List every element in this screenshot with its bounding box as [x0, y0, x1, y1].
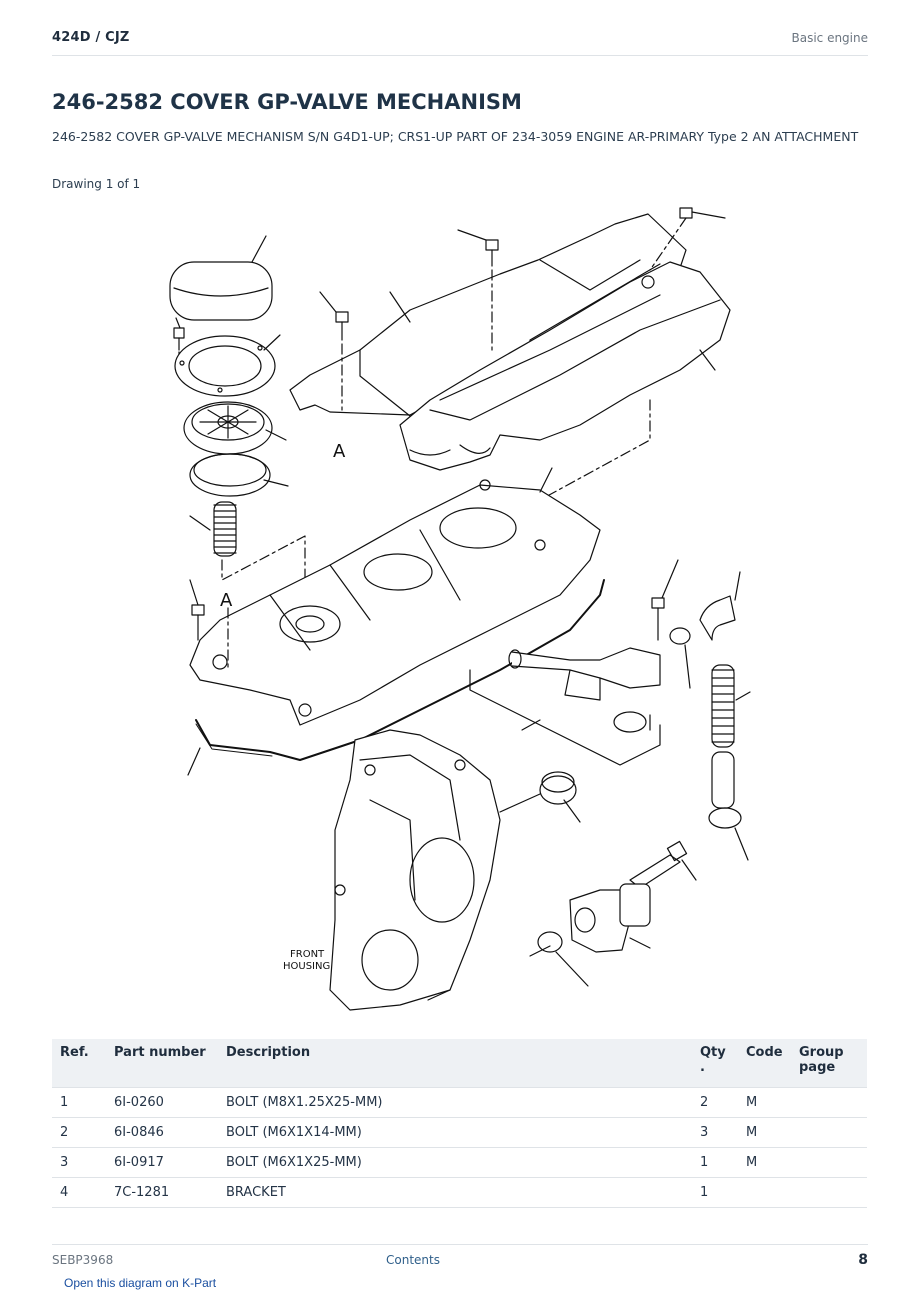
- spring-left: [190, 502, 236, 556]
- header-divider: [52, 55, 868, 56]
- cell-qty: 1: [692, 1177, 738, 1208]
- header-model: 424D / CJZ: [52, 30, 130, 45]
- col-header-qty-line2: .: [700, 1060, 705, 1075]
- long-bolt: [630, 841, 696, 888]
- col-header-qty: Qty.: [692, 1039, 738, 1088]
- parts-table: Ref. Part number Description Qty. Code G…: [52, 1039, 867, 1208]
- col-header-description: Description: [218, 1039, 692, 1088]
- gasket: [188, 580, 604, 775]
- cell-ref: 3: [52, 1147, 106, 1178]
- breather-tube: [470, 560, 690, 765]
- cell-code: M: [738, 1147, 791, 1178]
- col-header-code: Code: [738, 1039, 791, 1088]
- cell-description: BRACKET: [218, 1177, 692, 1208]
- breather-plate: [175, 335, 280, 396]
- breather-cap: [170, 236, 272, 320]
- cell-group-page: [791, 1117, 867, 1148]
- front-housing: [330, 730, 500, 1010]
- parts-table-header: Ref. Part number Description Qty. Code G…: [52, 1039, 867, 1088]
- cell-description: BOLT (M8X1.25X25-MM): [218, 1087, 692, 1118]
- cell-code: M: [738, 1087, 791, 1118]
- col-header-ref: Ref.: [52, 1039, 106, 1088]
- reference-label-a-top: A: [333, 441, 346, 462]
- plug: [500, 772, 580, 822]
- valve-cover: [400, 262, 730, 470]
- footer-doc-id: SEBP3968: [52, 1253, 114, 1267]
- diagram-svg: A A FRONT HOUSING: [160, 200, 760, 1015]
- table-row: 1 6I-0260 BOLT (M8X1.25X25-MM) 2 M: [52, 1087, 867, 1118]
- cell-ref: 1: [52, 1087, 106, 1118]
- cell-ref: 4: [52, 1177, 106, 1208]
- col-header-group-line1: Group: [799, 1045, 844, 1060]
- cell-qty: 3: [692, 1117, 738, 1148]
- breather-hose: [700, 572, 750, 860]
- cell-part-number: 6I-0917: [106, 1147, 218, 1178]
- cover-bolts: [320, 208, 725, 410]
- drawing-count: Drawing 1 of 1: [52, 177, 141, 191]
- header-section: Basic engine: [791, 31, 868, 45]
- cell-part-number: 7C-1281: [106, 1177, 218, 1208]
- cell-group-page: [791, 1147, 867, 1178]
- page-number: 8: [858, 1252, 868, 1268]
- front-housing-label-line2: HOUSING: [283, 961, 330, 972]
- page-title: 246-2582 COVER GP-VALVE MECHANISM: [52, 90, 522, 114]
- cell-part-number: 6I-0846: [106, 1117, 218, 1148]
- bolt-left-a: [190, 580, 228, 670]
- cell-part-number: 6I-0260: [106, 1087, 218, 1118]
- cell-ref: 2: [52, 1117, 106, 1148]
- contents-link[interactable]: Contents: [386, 1253, 440, 1267]
- table-row: 4 7C-1281 BRACKET 1: [52, 1177, 867, 1208]
- page-description: 246-2582 COVER GP-VALVE MECHANISM S/N G4…: [52, 129, 859, 144]
- rocker-base: [190, 468, 600, 725]
- cell-code: M: [738, 1117, 791, 1148]
- cell-description: BOLT (M6X1X25-MM): [218, 1147, 692, 1178]
- reference-label-a-bottom: A: [220, 590, 233, 611]
- breather-filter: [184, 402, 286, 454]
- col-header-group-line2: page: [799, 1060, 836, 1075]
- col-header-qty-line1: Qty: [700, 1045, 726, 1060]
- col-header-part-number: Part number: [106, 1039, 218, 1088]
- cell-qty: 2: [692, 1087, 738, 1118]
- cell-group-page: [791, 1177, 867, 1208]
- exploded-parts-diagram: A A FRONT HOUSING: [160, 200, 760, 1015]
- cell-group-page: [791, 1087, 867, 1118]
- table-row: 3 6I-0917 BOLT (M6X1X25-MM) 1 M: [52, 1147, 867, 1178]
- cell-qty: 1: [692, 1147, 738, 1178]
- front-housing-label-line1: FRONT: [290, 949, 325, 960]
- table-row: 2 6I-0846 BOLT (M6X1X14-MM) 3 M: [52, 1117, 867, 1148]
- fitting: [530, 884, 650, 986]
- cell-code: [738, 1177, 791, 1208]
- seal-disk: [190, 454, 288, 496]
- footer-divider: [52, 1244, 868, 1245]
- kpart-link[interactable]: Open this diagram on K-Part: [64, 1276, 217, 1290]
- cell-description: BOLT (M6X1X14-MM): [218, 1117, 692, 1148]
